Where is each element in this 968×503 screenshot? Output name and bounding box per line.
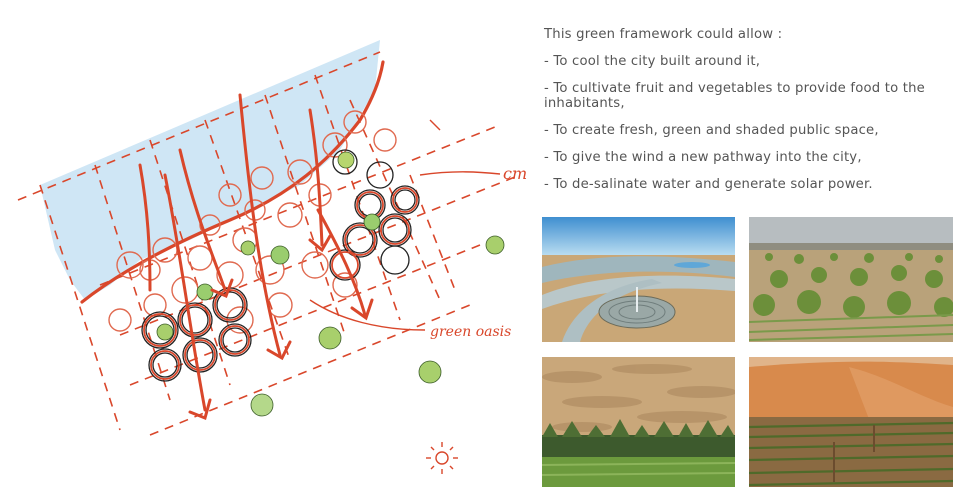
intro-text: This green framework could allow : xyxy=(544,27,783,42)
green-oases xyxy=(156,151,505,417)
bullet-cultivate: - To cultivate fruit and vegetables to p… xyxy=(544,81,925,111)
photo-orchard-rows xyxy=(749,217,953,342)
green-oasis-sketch: cm green oasis xyxy=(17,40,527,474)
leader-line-oasis xyxy=(309,299,426,331)
annotation-right: cm xyxy=(503,164,527,183)
annotation-green-oasis: green oasis xyxy=(430,324,511,340)
dense-clusters xyxy=(141,149,420,382)
photo-red-dune-vineyard xyxy=(749,357,953,487)
bullet-public-space: - To create fresh, green and shaded publ… xyxy=(544,123,879,138)
description-text: This green framework could allow : - To … xyxy=(544,27,954,192)
photo-dunes-tree-line xyxy=(542,357,735,487)
sea-area xyxy=(40,40,380,300)
wind-arrows xyxy=(138,93,374,421)
photo-solar-greenhouses xyxy=(542,217,735,342)
bullet-wind-pathway: - To give the wind a new pathway into th… xyxy=(544,150,862,165)
bullet-desalinate: - To de-salinate water and generate sola… xyxy=(544,177,873,192)
coastline xyxy=(80,60,385,304)
leader-line-right xyxy=(419,171,501,176)
sun-icon xyxy=(426,442,458,474)
small-bracket xyxy=(429,119,441,131)
bullet-cool-city: - To cool the city built around it, xyxy=(544,54,761,69)
